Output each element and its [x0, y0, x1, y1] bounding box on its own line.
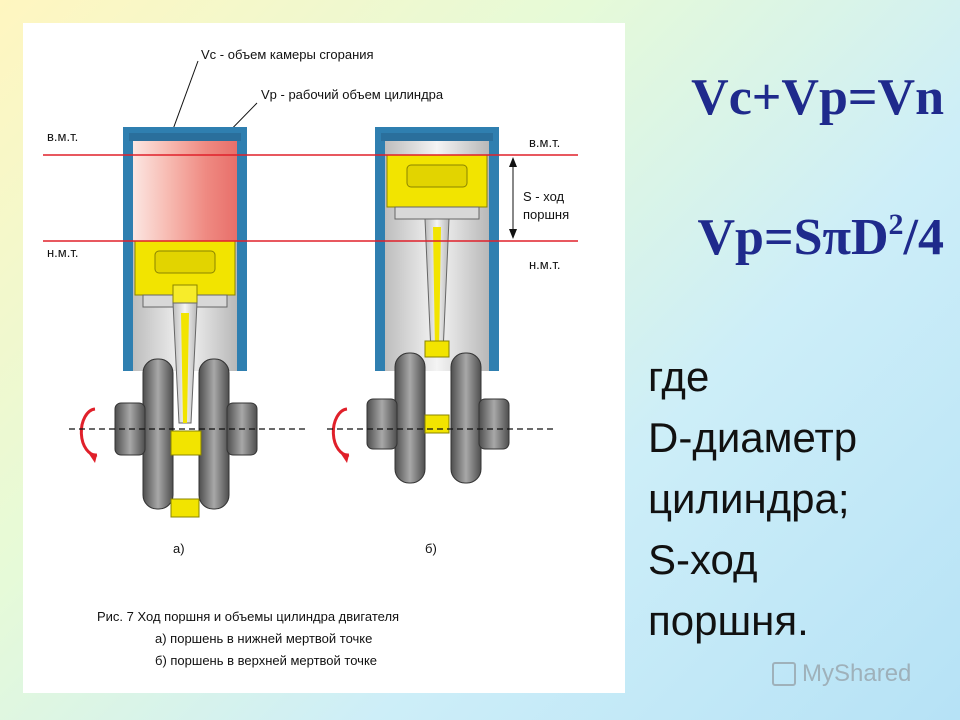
formula-working-volume-exponent: 2	[888, 208, 904, 241]
formula-total-volume: Vc+Vp=Vn	[691, 69, 944, 126]
cylinder-head-b	[381, 133, 493, 141]
label-stroke-1: S - ход	[523, 189, 565, 204]
working-volume-a	[133, 137, 237, 241]
label-nmt-left: н.м.т.	[47, 245, 78, 260]
legend-text: где D-диаметр цилиндра; S-ход поршня.	[648, 346, 948, 651]
label-vmt-right: в.м.т.	[529, 135, 560, 150]
caption-line-2: а) поршень в нижней мертвой точке	[155, 631, 372, 646]
label-nmt-right: н.м.т.	[529, 257, 560, 272]
crank-web-b-left	[394, 352, 426, 484]
crank-web-a-left	[142, 358, 174, 510]
watermark-logo-icon	[772, 662, 796, 686]
engine-b	[331, 127, 510, 484]
formula-working-volume-tail: /4	[903, 209, 944, 266]
legend-line: S-ход	[648, 536, 758, 583]
formula-working-volume-main: Vp=SπD	[697, 209, 889, 266]
label-vp: Vp - рабочий объем цилиндра	[261, 87, 444, 102]
legend-line: цилиндра;	[648, 475, 850, 522]
formula-working-volume: Vp=SπD2/4	[697, 209, 944, 266]
crank-web-a-right	[198, 358, 230, 510]
crank-counterweight-a	[170, 498, 200, 518]
crank-counterweight-b	[424, 414, 450, 434]
label-stroke-2: поршня	[523, 207, 569, 222]
engine-a	[79, 127, 258, 518]
legend-line: где	[648, 353, 710, 400]
label-sub-b: б)	[425, 541, 437, 556]
cylinder-head-a	[129, 133, 241, 141]
legend-line: D-диаметр	[648, 414, 858, 461]
rotation-arrow-b	[331, 407, 350, 457]
diagram-panel: Vc - объем камеры сгорания Vp - рабочий …	[23, 23, 625, 693]
label-vmt-left: в.м.т.	[47, 129, 78, 144]
watermark-text: MyShared	[802, 660, 912, 687]
watermark: MyShared	[772, 660, 911, 688]
crank-web-b-right	[450, 352, 482, 484]
legend-line: поршня.	[648, 597, 809, 644]
caption-line-1: Рис. 7 Ход поршня и объемы цилиндра двиг…	[97, 609, 399, 624]
caption-line-3: б) поршень в верхней мертвой точке	[155, 653, 377, 668]
label-vc: Vc - объем камеры сгорания	[201, 47, 374, 62]
engine-diagram: Vc - объем камеры сгорания Vp - рабочий …	[43, 47, 578, 668]
label-sub-a: а)	[173, 541, 185, 556]
rotation-arrow-a	[79, 407, 98, 457]
